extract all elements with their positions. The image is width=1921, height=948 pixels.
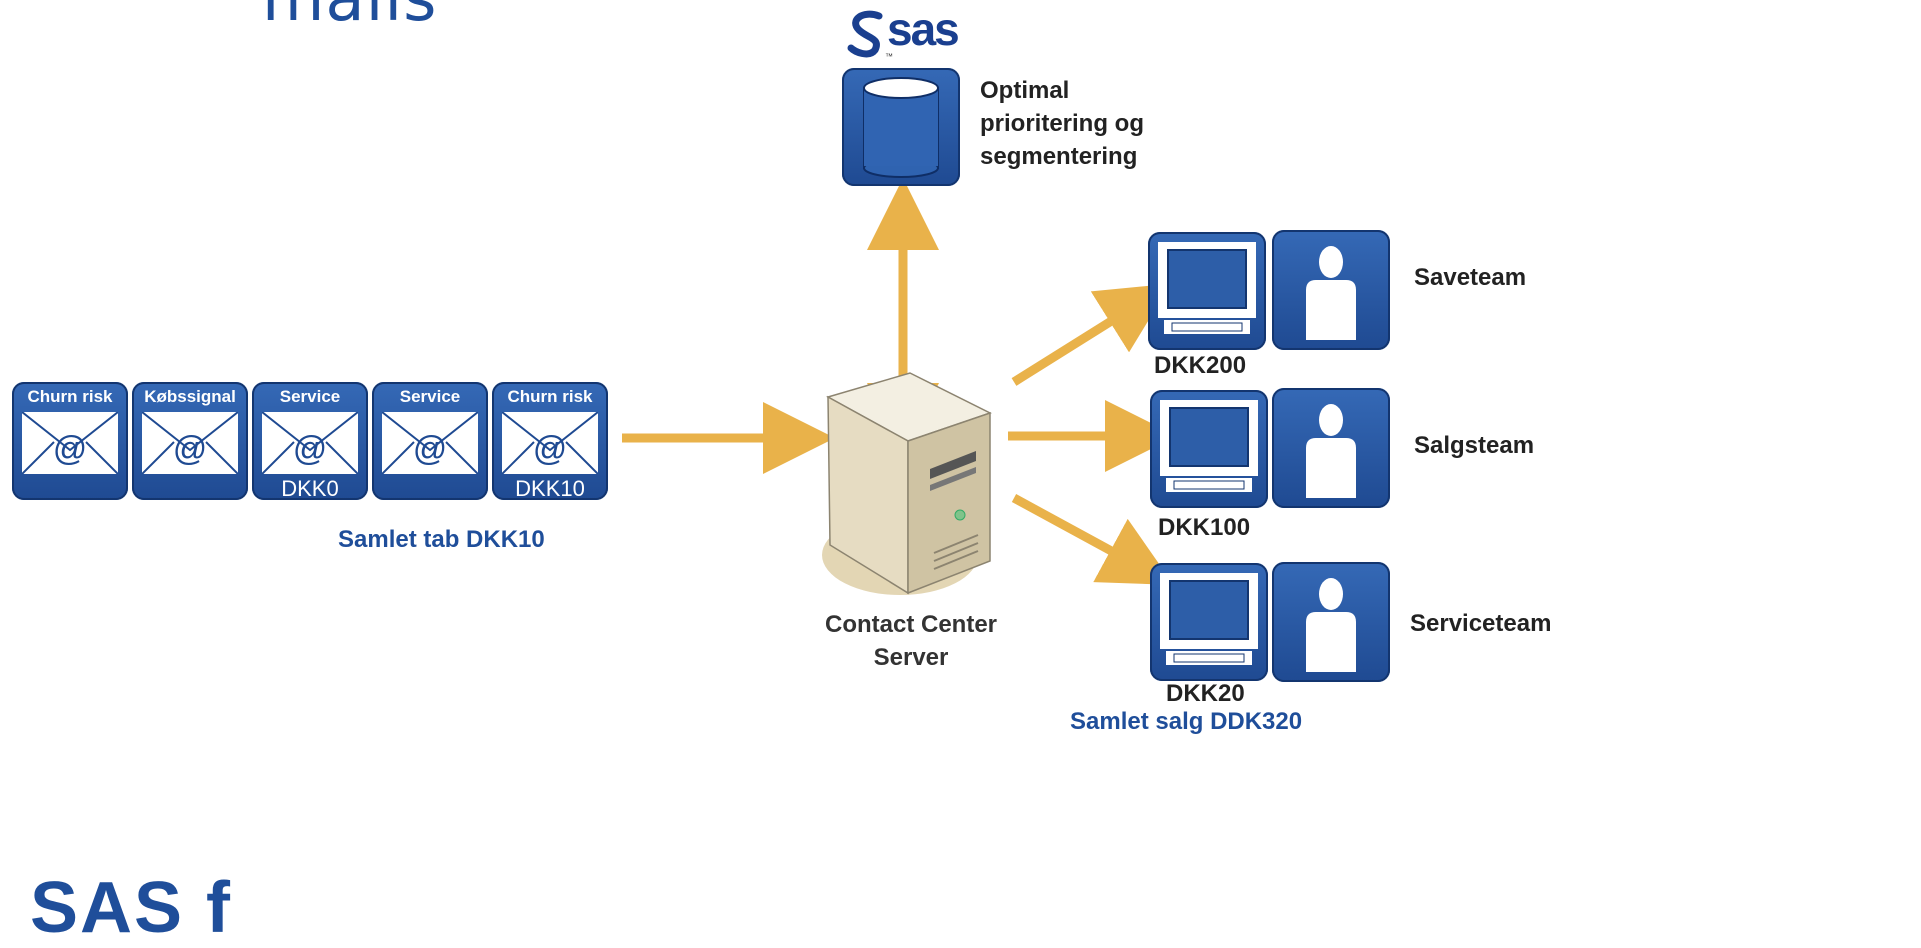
team-name: Salgsteam xyxy=(1414,432,1535,459)
mail-tile: Service @ xyxy=(372,382,488,500)
computer-tile xyxy=(1150,563,1268,681)
server-caption-line: Server xyxy=(873,644,949,671)
at-symbol: @ xyxy=(413,430,448,468)
team-value: DKK100 xyxy=(1158,514,1251,541)
server-caption-line: Contact Center xyxy=(824,611,998,638)
mail-tile: Service @ DKK0 xyxy=(252,382,368,501)
server-caption: Contact Center Server xyxy=(800,608,1022,674)
envelope-icon: @ xyxy=(502,412,598,474)
mail-value xyxy=(372,476,488,500)
envelope-icon: @ xyxy=(382,412,478,474)
team-value: DKK20 xyxy=(1166,680,1245,707)
agent-tile xyxy=(1272,230,1390,350)
database-icon xyxy=(863,77,939,178)
sas-swoosh-icon xyxy=(847,10,883,58)
team-value: DKK200 xyxy=(1154,352,1247,379)
mail-type-label: Købssignal xyxy=(144,387,236,406)
queue-total-label: Samlet tab DKK10 xyxy=(338,526,545,553)
sas-logo: sas ™ xyxy=(845,3,970,61)
footer-logo: SAS f xyxy=(30,868,233,948)
person-icon xyxy=(1306,246,1356,340)
mail-tile: Churn risk @ xyxy=(12,382,128,500)
at-symbol: @ xyxy=(533,430,568,468)
computer-icon xyxy=(1160,573,1258,665)
server-icon xyxy=(822,372,992,595)
team-name: Saveteam xyxy=(1414,264,1527,291)
sas-logo-text: sas xyxy=(887,3,960,55)
slide-title: mails xyxy=(262,0,437,36)
mail-value: DKK10 xyxy=(515,476,585,501)
computer-tile xyxy=(1150,390,1268,508)
mail-tile: Købssignal @ xyxy=(132,382,248,500)
at-symbol: @ xyxy=(173,430,208,468)
mail-queue: Churn risk @ Købssignal @ Service @ DKK0… xyxy=(12,382,612,502)
mail-type-label: Churn risk xyxy=(27,387,113,406)
computer-tile xyxy=(1148,232,1266,350)
envelope-icon: @ xyxy=(22,412,118,474)
agent-tile xyxy=(1272,562,1390,682)
at-symbol: @ xyxy=(293,430,328,468)
envelope-icon: @ xyxy=(142,412,238,474)
arrow-server-serviceteam xyxy=(1011,494,1174,585)
mail-value xyxy=(132,476,248,500)
agent-tile xyxy=(1272,388,1390,508)
computer-icon xyxy=(1160,400,1258,492)
database-caption: Optimal prioritering og segmentering xyxy=(980,74,1144,173)
mail-type-label: Service xyxy=(399,387,461,406)
person-icon xyxy=(1306,404,1356,498)
mail-tile: Churn risk @ DKK10 xyxy=(492,382,608,501)
computer-icon xyxy=(1158,242,1256,334)
mail-value: DKK0 xyxy=(281,476,339,501)
sales-total-label: Samlet salg DDK320 xyxy=(1070,708,1303,735)
arrow-server-saveteam xyxy=(1011,283,1171,386)
mail-type-label: Service xyxy=(279,387,341,406)
database-caption-line: segmentering xyxy=(980,143,1138,170)
mail-value xyxy=(12,476,128,500)
envelope-icon: @ xyxy=(262,412,358,474)
database-tile xyxy=(842,68,960,186)
sas-trademark: ™ xyxy=(885,52,893,61)
person-icon xyxy=(1306,578,1356,672)
team-name: Serviceteam xyxy=(1410,610,1552,637)
mail-type-label: Churn risk xyxy=(507,387,593,406)
at-symbol: @ xyxy=(53,430,88,468)
database-caption-line: Optimal xyxy=(980,77,1070,104)
database-caption-line: prioritering og xyxy=(980,110,1144,137)
